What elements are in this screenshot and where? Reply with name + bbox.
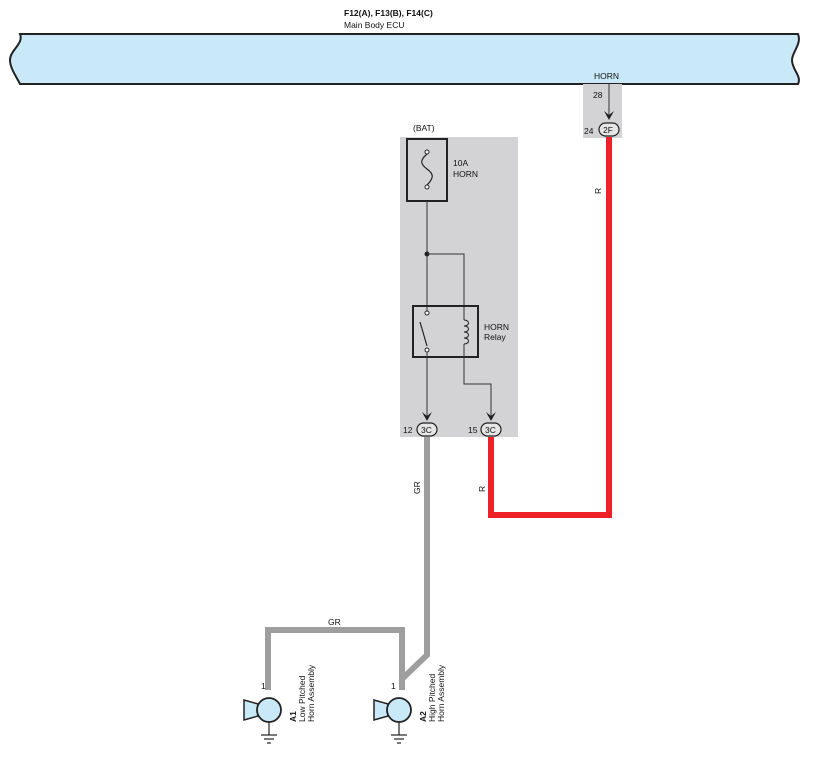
horn-a1-line1: Low Pitched xyxy=(297,675,307,722)
relay-contact-top xyxy=(424,310,430,316)
gray-wire-main xyxy=(400,437,430,681)
horn-a2-icon xyxy=(373,699,389,721)
horn-a1-line2: Horn Assembly xyxy=(306,664,316,722)
main-body-ecu-block xyxy=(8,33,800,85)
junction-pin-left: 12 xyxy=(403,425,413,435)
low-pitched-horn: 1 A1 Low Pitched Horn Assembly xyxy=(243,664,316,744)
horn-a1-code: A1 xyxy=(288,711,298,722)
bat-supply-label: (BAT) xyxy=(413,123,435,133)
horn-a1-pin: 1 xyxy=(261,681,266,691)
junction-block xyxy=(400,137,518,437)
ecu-pin-outer: 24 xyxy=(584,126,594,136)
junction-pin-right: 15 xyxy=(468,425,478,435)
relay-contact-bottom xyxy=(424,347,430,353)
red-wire-label-bottom: R xyxy=(477,486,487,492)
horn-a2-pin: 1 xyxy=(391,681,396,691)
ecu-pin-arrow-icon xyxy=(604,111,614,120)
junction-connector-left: 3C xyxy=(421,425,432,435)
fuse-icon xyxy=(421,153,433,186)
fuse-name: HORN xyxy=(453,169,478,179)
horn-relay-housing xyxy=(412,305,479,358)
ecu-connector-codes: F12(A), F13(B), F14(C) xyxy=(344,8,433,18)
fuse-rating: 10A xyxy=(453,158,468,168)
gray-wire-bridge xyxy=(265,627,405,690)
horn-a1-icon xyxy=(243,699,259,721)
junction-connector-left-badge xyxy=(416,422,438,437)
ecu-connector-badge xyxy=(598,122,620,137)
red-wire xyxy=(488,137,612,518)
horn-a1-body xyxy=(256,697,282,723)
ecu-pin-inner: 28 xyxy=(593,90,603,100)
coil-supply-wire xyxy=(427,253,465,320)
horn-a2-line1: High Pitched xyxy=(427,674,437,722)
fuse-terminal-bottom xyxy=(424,184,430,190)
gray-wire-label-horizontal: GR xyxy=(328,617,341,627)
ecu-connector-id: 2F xyxy=(603,125,613,135)
red-wire-label-top: R xyxy=(593,188,603,194)
junction-connector-right-badge xyxy=(480,422,502,437)
pin15-arrow-icon xyxy=(486,412,496,421)
high-pitched-horn: 1 A2 High Pitched Horn Assembly xyxy=(373,664,446,744)
horn-a2-code: A2 xyxy=(418,711,428,722)
junction-connector-right: 3C xyxy=(485,425,496,435)
relay-word: Relay xyxy=(484,332,506,342)
horn-a2-line2: Horn Assembly xyxy=(436,664,446,722)
fuse-terminal-top xyxy=(424,149,430,155)
relay-name: HORN xyxy=(484,322,509,332)
ecu-name: Main Body ECU xyxy=(344,20,404,30)
coil-to-pin15-wire xyxy=(463,344,492,417)
relay-switch-icon xyxy=(419,321,428,347)
gray-wire-label-vertical: GR xyxy=(412,481,422,494)
ecu-horn-signal-label: HORN xyxy=(594,71,619,81)
relay-coil-icon xyxy=(463,319,469,345)
horn-a2-body xyxy=(386,697,412,723)
pin12-arrow-icon xyxy=(422,412,432,421)
